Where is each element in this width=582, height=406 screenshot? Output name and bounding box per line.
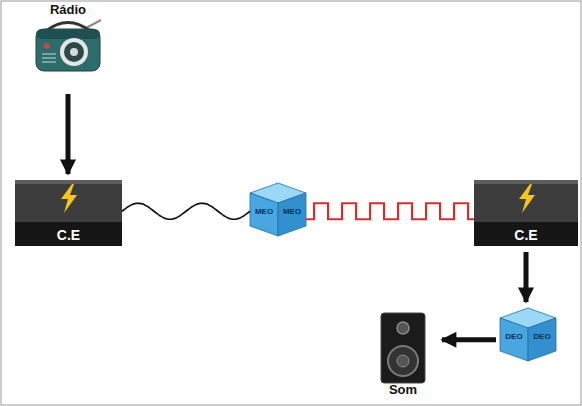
flow-arrow (442, 337, 496, 342)
node-label: Rádio (50, 3, 86, 18)
face-label: MEO (278, 207, 306, 216)
face-label: MEO (250, 207, 278, 216)
speaker-node: Som (378, 312, 428, 401)
ce-box: C.E (474, 180, 578, 246)
flow-arrow (66, 94, 71, 174)
lightning-symbol (61, 184, 77, 213)
node-label: C.E (514, 227, 537, 243)
radio-node: Rádio (28, 2, 108, 74)
radio-illustration (36, 20, 101, 71)
lightning-symbol (519, 184, 535, 213)
ce-box: C.E (15, 180, 122, 246)
modulator-cube: MEOMEO (250, 183, 306, 236)
node-label: C.E (57, 227, 80, 243)
cube-shape (250, 183, 306, 236)
demodulator-cube: DEODEO (500, 308, 556, 361)
speaker-illustration (381, 313, 425, 383)
face-label: DEO (528, 332, 556, 341)
analog-signal (122, 203, 250, 219)
ce-box-body (15, 180, 122, 246)
cube-shape (500, 308, 556, 361)
face-label: DEO (500, 332, 528, 341)
ce-box-body (474, 180, 578, 246)
flow-arrow (524, 252, 529, 302)
digital-signal (306, 203, 474, 219)
node-label: Som (389, 383, 417, 398)
